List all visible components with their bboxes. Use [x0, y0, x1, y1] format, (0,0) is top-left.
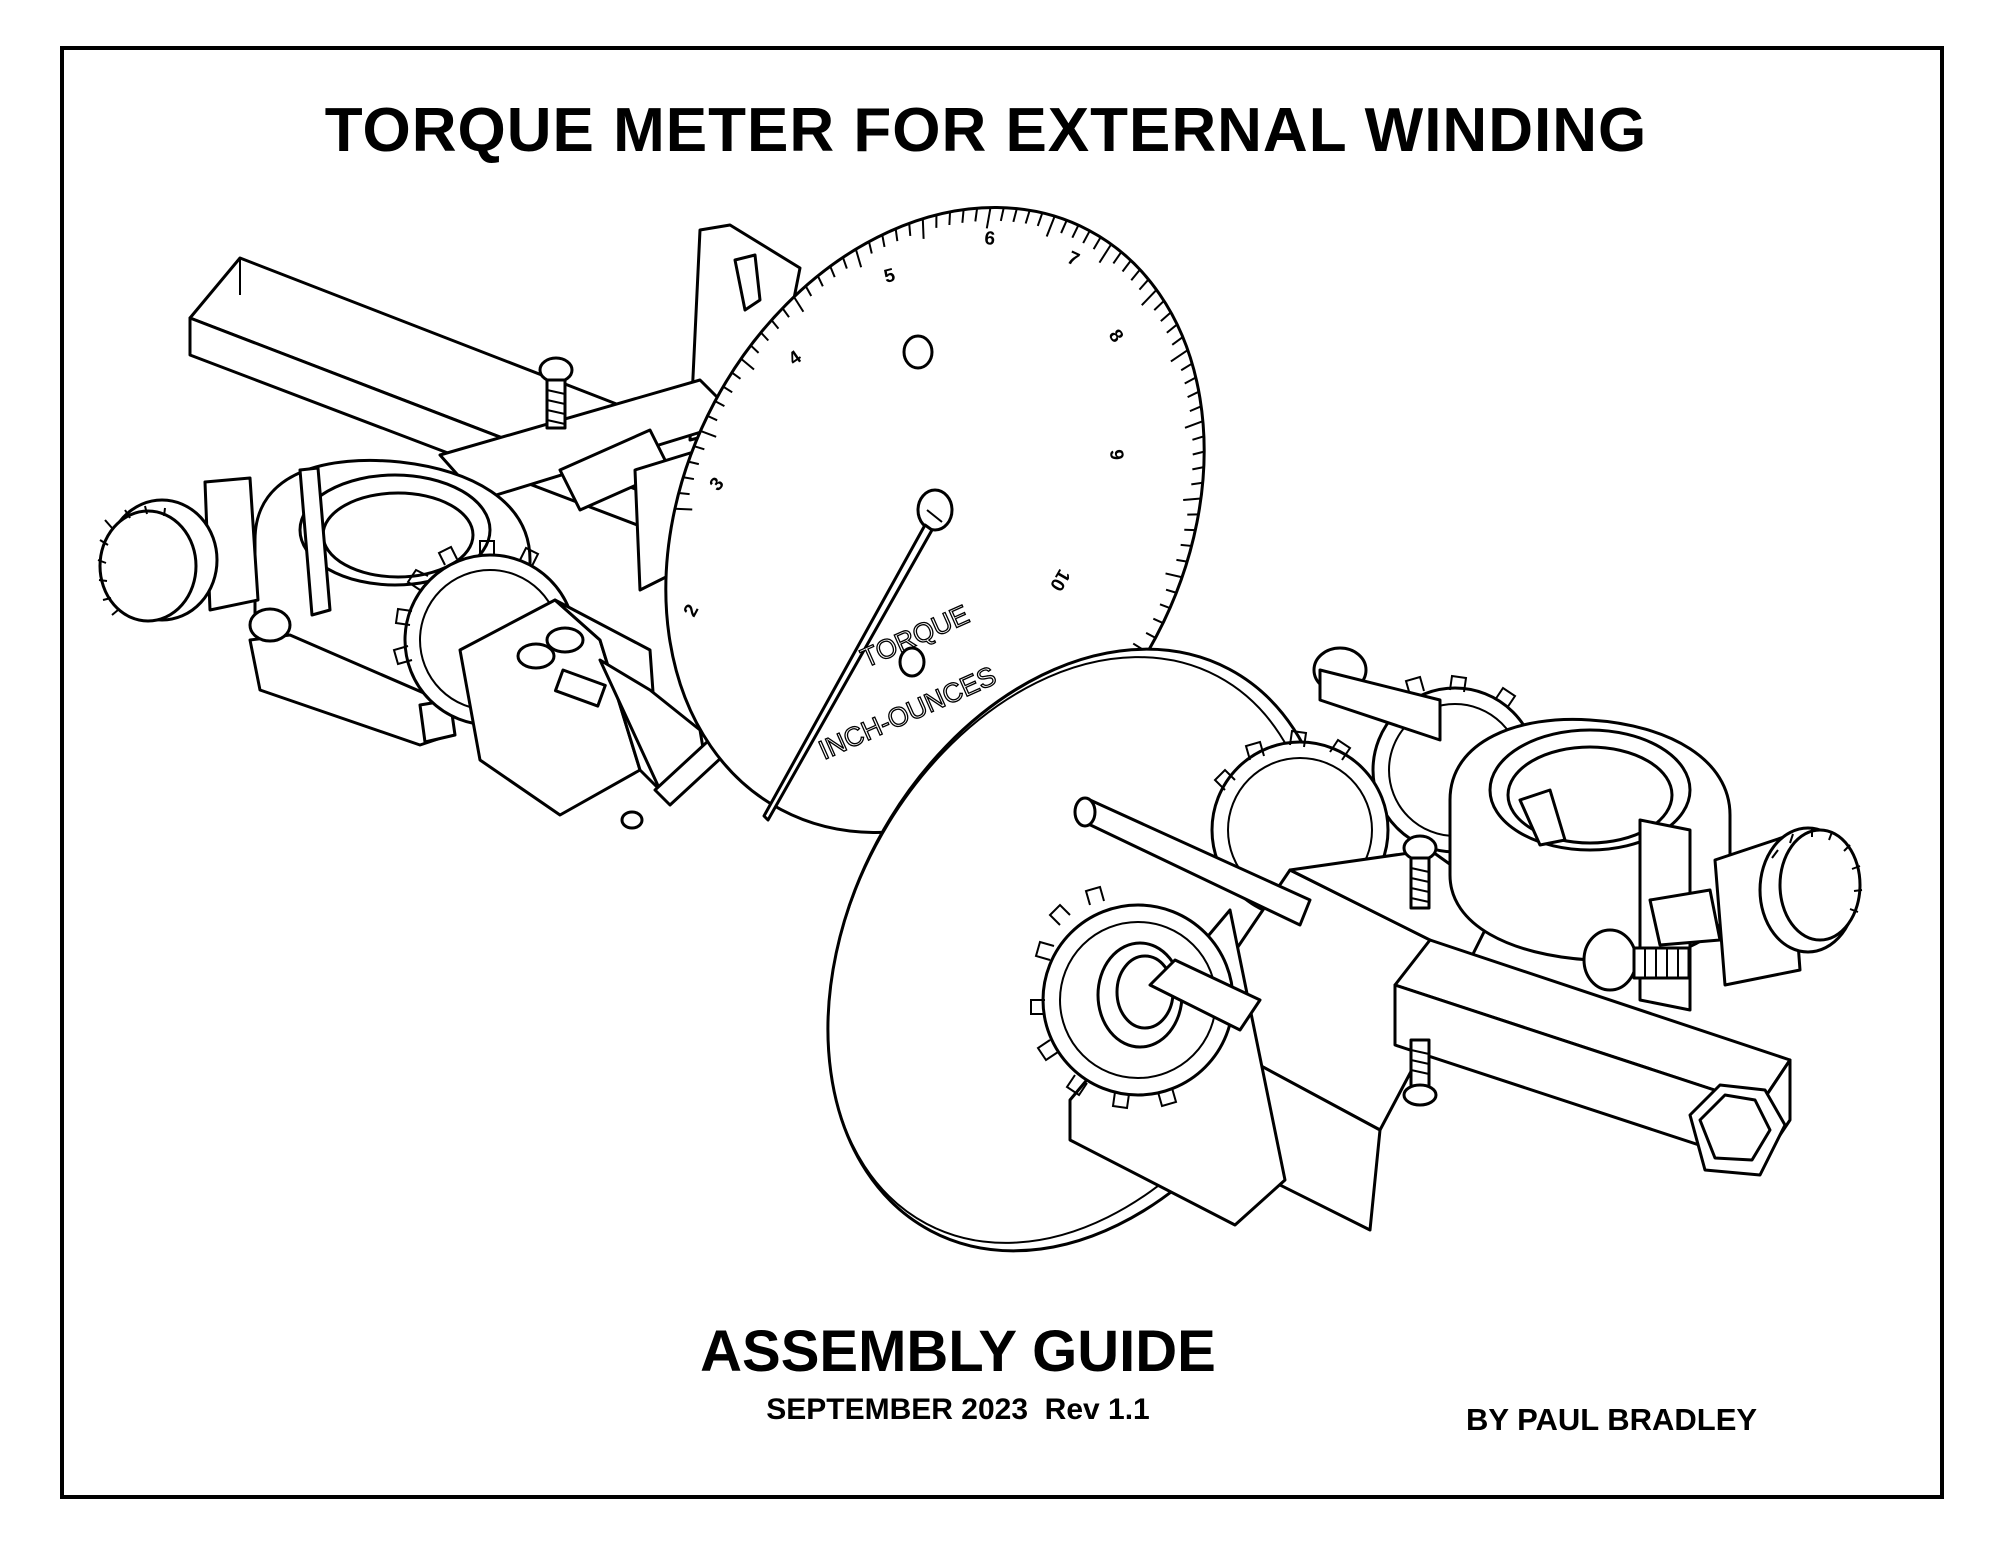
dial-tick: [1192, 466, 1204, 471]
dial-tick: [804, 285, 813, 297]
dial-tick: [1183, 497, 1201, 501]
dial-tick: [1189, 405, 1202, 413]
dial-tick: [722, 385, 733, 394]
dial-tick: [1192, 450, 1205, 456]
dial-tick: [1024, 210, 1031, 224]
left-assembly: [97, 223, 802, 830]
dial-tick: [816, 275, 824, 287]
dial-tick: [1060, 219, 1068, 234]
dial-tick: [1180, 362, 1193, 372]
dial-label-9: 9: [1105, 449, 1127, 461]
dial-tick: [1187, 390, 1200, 399]
dial-tick: [707, 414, 718, 422]
dial-tick: [760, 331, 770, 342]
dial-tick: [1145, 631, 1156, 639]
dial-tick: [678, 491, 690, 496]
dial-tick: [921, 218, 925, 239]
dial-tick: [688, 460, 700, 466]
dial-tick: [1071, 224, 1080, 239]
dial-tick: [881, 234, 886, 248]
dial-tick: [1165, 588, 1177, 594]
dial-tick: [693, 445, 705, 451]
dial-tick: [1012, 208, 1018, 223]
dial-tick: [1180, 543, 1192, 547]
right-assembly: [826, 646, 1863, 1253]
revision-date: SEPTEMBER 2023 Rev 1.1: [766, 1393, 1150, 1426]
dial-tick: [1045, 215, 1056, 237]
dial-tick: [1159, 603, 1171, 609]
dial-tick: [1176, 558, 1188, 563]
page-title: TORQUE METER FOR EXTERNAL WINDING: [324, 96, 1648, 165]
dial-tick: [731, 371, 742, 380]
dial-tick: [1192, 435, 1205, 441]
dial-tick: [1138, 278, 1150, 291]
dial-tick: [999, 207, 1005, 222]
dial-tick: [674, 507, 693, 511]
dial-tick: [1165, 572, 1183, 579]
dial-tick: [700, 429, 717, 438]
dial-tick: [974, 208, 979, 222]
dial-tick: [740, 358, 755, 371]
dial-tick: [1082, 230, 1091, 244]
dial-tick: [714, 400, 725, 408]
dial-tick: [948, 211, 952, 226]
dial-tick: [1191, 481, 1203, 486]
dial-tick: [750, 344, 760, 354]
dial-tick: [985, 207, 992, 229]
dial-tick: [1160, 311, 1172, 322]
dial-tick: [1121, 259, 1132, 273]
dial-tick: [829, 265, 836, 278]
dial-tick: [894, 228, 899, 242]
dial-tick: [1098, 243, 1113, 264]
guide-title: ASSEMBLY GUIDE: [700, 1319, 1216, 1384]
dial-tick: [1112, 251, 1123, 264]
dial-tick: [961, 209, 965, 223]
dial-tick: [1170, 349, 1189, 363]
dial-tick: [1130, 269, 1141, 281]
dial-tick: [1141, 289, 1158, 306]
page-border: [60, 46, 1944, 1499]
dial-tick: [1166, 323, 1178, 334]
dial-tick: [1171, 336, 1184, 346]
dial-tick: [1036, 212, 1044, 227]
dial-tick: [854, 248, 863, 268]
dial-tick: [868, 241, 873, 254]
dial-tick: [1153, 300, 1165, 311]
dial-tick: [1184, 420, 1204, 429]
dial-tick: [1092, 236, 1102, 250]
dial-tick: [1152, 617, 1164, 624]
author-credit: BY PAUL BRADLEY: [1466, 1402, 1758, 1437]
dial-tick: [770, 319, 780, 330]
dial-tick: [1184, 376, 1197, 385]
dial-tick: [908, 223, 912, 237]
dial-tick: [683, 476, 695, 481]
dial-label-6: 6: [984, 228, 996, 250]
dial-tick: [842, 257, 848, 269]
dial-tick: [781, 307, 790, 318]
dial-tick: [793, 296, 805, 313]
